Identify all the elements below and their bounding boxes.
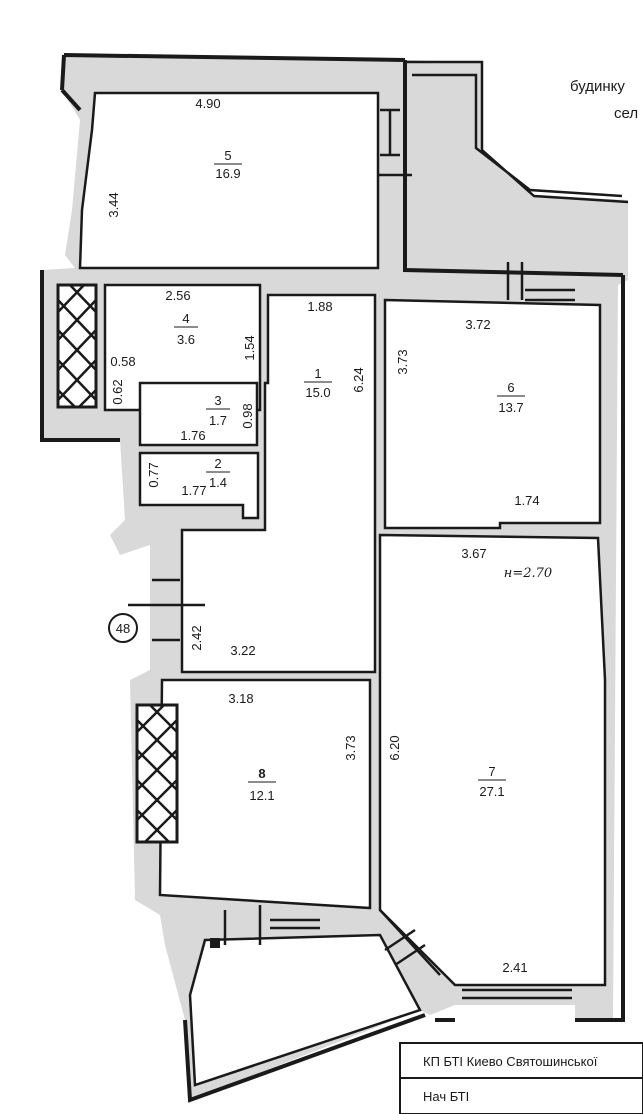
balcony-bottom-outline (188, 933, 422, 1087)
window-mark-balcony (370, 108, 412, 177)
column-mark (210, 938, 220, 948)
room-1-number: 1 (314, 366, 321, 381)
room-3-area: 1.7 (209, 413, 227, 428)
dim-r7-top: 3.67 (461, 546, 486, 561)
dim-r2-left: 0.77 (146, 462, 161, 487)
window-mark-r8-bottom (223, 905, 320, 945)
room-2-outline (138, 451, 260, 520)
window-mark-r7-bottom (379, 909, 572, 1000)
dim-r6-left: 3.73 (395, 349, 410, 374)
room-5-outline (78, 91, 380, 270)
dim-r4-top: 2.56 (165, 288, 190, 303)
dim-r5-left: 3.44 (106, 192, 121, 217)
ceiling-height-note: н=2.70 (504, 566, 552, 581)
dim-r7-left: 6.20 (387, 735, 402, 760)
room-7-number: 7 (488, 764, 495, 779)
room-3-outline (138, 381, 259, 447)
window-mark-r6-top (506, 262, 575, 302)
room-6-outline (383, 298, 602, 530)
room-2-number: 2 (214, 456, 221, 471)
dim-r3-bottom: 1.76 (180, 428, 205, 443)
stamp-org: КП БТІ Киево Святошинської (423, 1054, 598, 1069)
room-3-number: 3 (214, 393, 221, 408)
room-1-outline (180, 293, 377, 674)
corner-text-line1: будинку (570, 78, 625, 95)
vent-shaft-upper-hatch (57, 284, 97, 408)
dim-r6-top: 3.72 (465, 317, 490, 332)
room-7-outline (378, 533, 607, 987)
dim-r4-left-b: 0.62 (110, 379, 125, 404)
room-2-area: 1.4 (209, 475, 227, 490)
room-6-number: 6 (507, 380, 514, 395)
vent-shaft-upper (56, 283, 98, 409)
axis-marker-circle (108, 613, 138, 643)
room-6-area: 13.7 (498, 400, 523, 415)
dim-r4-right: 1.54 (242, 335, 257, 360)
dim-r6-bottom: 1.74 (514, 493, 539, 508)
dim-r5-top: 4.90 (195, 96, 220, 111)
dim-r1-right: 6.24 (351, 367, 366, 392)
dim-r4-left-a: 0.58 (110, 354, 135, 369)
room-7-area: 27.1 (479, 784, 504, 799)
room-8-area: 12.1 (249, 788, 274, 803)
dim-r7-bottom: 2.41 (502, 960, 527, 975)
room-4-number: 4 (182, 311, 189, 326)
dim-r1-left: 2.42 (189, 625, 204, 650)
corner-text-line2: сел (614, 105, 638, 122)
room-1-area: 15.0 (305, 385, 330, 400)
room-5-area: 16.9 (215, 166, 240, 181)
dim-r1-top: 1.88 (307, 299, 332, 314)
dim-r1-bottom: 3.22 (230, 643, 255, 658)
dim-r3-right: 0.98 (240, 403, 255, 428)
balcony-top (405, 60, 629, 204)
dim-r8-right: 3.73 (343, 735, 358, 760)
stamp-head: Нач БТІ (423, 1089, 469, 1104)
dim-r2-bottom: 1.77 (181, 483, 206, 498)
door-mark-left (128, 578, 205, 642)
room-8-number: 8 (258, 766, 265, 781)
outer-wall (40, 53, 625, 1103)
dim-r8-top: 3.18 (228, 691, 253, 706)
room-5-number: 5 (224, 148, 231, 163)
room-4-area: 3.6 (177, 332, 195, 347)
vent-shaft-lower-hatch (136, 704, 178, 843)
axis-marker-label: 48 (116, 621, 130, 636)
